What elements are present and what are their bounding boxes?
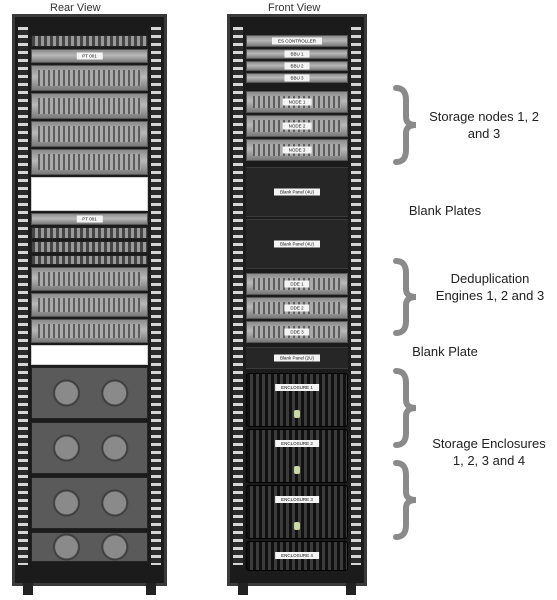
- rear-server-2: [31, 93, 148, 119]
- enclosure-2-latch: [294, 466, 300, 474]
- front-view-title: Front View: [268, 2, 321, 14]
- rear-server-3: [31, 121, 148, 147]
- rear-blank-area-1: [31, 177, 148, 211]
- blank-panel-2-label: Blank Panel (4U): [273, 240, 321, 248]
- front-blank-panel-2: Blank Panel (4U): [246, 219, 348, 269]
- enclosure-2-label: ENCLOSURE 2: [275, 440, 319, 447]
- rear-switch-2: [31, 241, 148, 253]
- rear-switch-3: [31, 255, 148, 265]
- rear-top-switch: [31, 35, 148, 47]
- brace-enclosures-3-4: [393, 460, 417, 540]
- rear-enclosure-3: [31, 477, 148, 529]
- rear-enclosure-2: [31, 422, 148, 474]
- enclosure-4-label: ENCLOSURE 4: [275, 552, 319, 559]
- node-2-label: NODE 2: [282, 122, 312, 130]
- front-bbu-3: BBU 3: [246, 73, 348, 83]
- rear-foot-left: [23, 583, 33, 595]
- brace-dedup: [393, 258, 417, 336]
- front-bbu-2: BBU 2: [246, 61, 348, 71]
- bbu-1-label: BBU 1: [284, 50, 310, 58]
- front-right-rail: [351, 27, 361, 565]
- rear-blank-area-2: [31, 345, 148, 365]
- front-rack: ES CONTROLLER BBU 1 BBU 2 BBU 3 NODE 1 N…: [227, 14, 367, 595]
- front-dde-3: DDE 3: [246, 321, 348, 343]
- front-enclosure-4: ENCLOSURE 4: [246, 541, 348, 571]
- bbu-3-label: BBU 3: [284, 74, 310, 82]
- front-foot-left: [238, 583, 248, 595]
- front-enclosure-2: ENCLOSURE 2: [246, 429, 348, 483]
- rear-enclosure-4: [31, 532, 148, 562]
- enclosure-3-label: ENCLOSURE 3: [275, 496, 319, 503]
- front-node-1: NODE 1: [246, 91, 348, 113]
- rear-server-5: [31, 267, 148, 291]
- annotation-blank-plate: Blank Plate: [412, 344, 478, 359]
- blank-panel-3-label: Blank Panel (2U): [273, 354, 321, 362]
- front-left-rail: [233, 27, 243, 565]
- front-enclosure-3: ENCLOSURE 3: [246, 485, 348, 539]
- front-dde-1: DDE 1: [246, 273, 348, 295]
- rear-view-title: Rear View: [50, 2, 101, 14]
- node-1-label: NODE 1: [282, 98, 312, 106]
- rear-pdu-top: PT 001: [31, 49, 148, 63]
- rear-rack: PT 001 PT 001: [12, 14, 167, 595]
- rear-server-7: [31, 319, 148, 343]
- front-bbu-1: BBU 1: [246, 49, 348, 59]
- rear-switch-1: [31, 227, 148, 239]
- brace-storage-nodes: [393, 85, 417, 165]
- rear-enclosure-1: [31, 367, 148, 419]
- rear-server-4: [31, 149, 148, 175]
- annotation-storage-nodes: Storage nodes 1, 2 and 3: [429, 109, 539, 141]
- annotation-dedup-engines: Deduplication Engines 1, 2 and 3: [435, 271, 545, 303]
- rear-right-rail: [151, 27, 161, 565]
- node-3-label: NODE 3: [282, 146, 312, 154]
- front-node-3: NODE 3: [246, 139, 348, 161]
- rear-pdu-mid: PT 001: [31, 213, 148, 225]
- brace-enclosures-1-2: [393, 368, 417, 448]
- enclosure-1-label: ENCLOSURE 1: [275, 384, 319, 391]
- rear-foot-right: [146, 583, 156, 595]
- front-dde-2: DDE 2: [246, 297, 348, 319]
- front-enclosure-1: ENCLOSURE 1: [246, 373, 348, 427]
- dde-3-label: DDE 3: [284, 328, 310, 336]
- dde-1-label: DDE 1: [284, 280, 310, 288]
- blank-panel-1-label: Blank Panel (4U): [273, 188, 321, 196]
- rear-pdu-mid-label: PT 001: [76, 215, 103, 223]
- front-node-2: NODE 2: [246, 115, 348, 137]
- enclosure-3-latch: [294, 522, 300, 530]
- annotation-storage-enclosures: Storage Enclosures 1, 2, 3 and 4: [432, 436, 546, 468]
- controller-label: ES CONTROLLER: [271, 37, 323, 45]
- rear-server-1: [31, 65, 148, 91]
- dde-2-label: DDE 2: [284, 304, 310, 312]
- front-blank-panel-3: Blank Panel (2U): [246, 347, 348, 369]
- front-blank-panel-1: Blank Panel (4U): [246, 167, 348, 217]
- front-foot-right: [346, 583, 356, 595]
- rear-left-rail: [18, 27, 28, 565]
- rear-pdu-top-label: PT 001: [76, 52, 103, 60]
- bbu-2-label: BBU 2: [284, 62, 310, 70]
- front-controller: ES CONTROLLER: [246, 35, 348, 47]
- rear-server-6: [31, 293, 148, 317]
- enclosure-1-latch: [294, 410, 300, 418]
- annotation-blank-plates: Blank Plates: [408, 203, 482, 218]
